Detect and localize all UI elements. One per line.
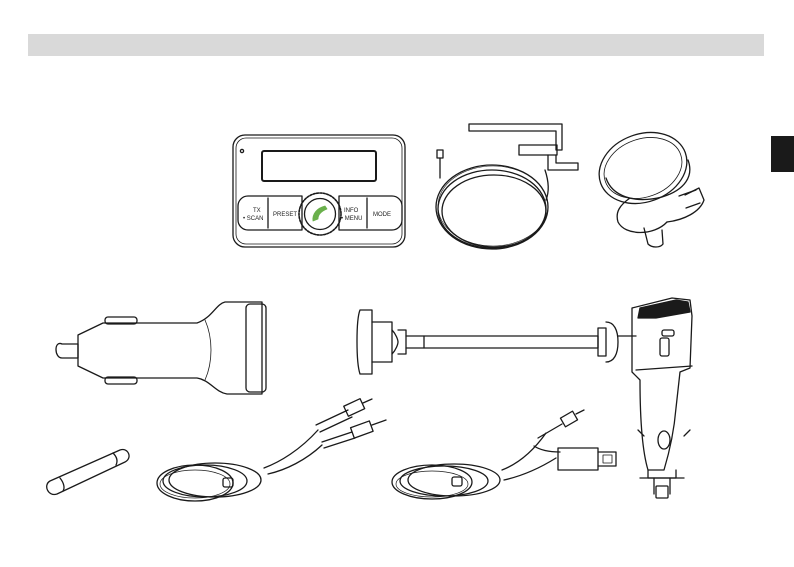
battery: [47, 449, 129, 494]
usb-car-charger: [56, 302, 266, 394]
vent-mount: [589, 121, 704, 247]
usb-cable: [392, 410, 616, 499]
indicator-led: [240, 149, 243, 152]
info-label: INFO: [344, 208, 359, 214]
tx-label: TX: [253, 208, 261, 214]
main-unit: TX • SCAN PRESET INFO • MENU MODE: [233, 135, 405, 247]
scan-label: • SCAN: [243, 216, 263, 222]
mode-label: MODE: [373, 212, 391, 218]
menu-label: • MENU: [341, 216, 362, 222]
preset-label: PRESET: [273, 212, 297, 218]
phone-icon: [313, 206, 327, 221]
dab-antenna: [436, 124, 578, 249]
display-screen: [262, 151, 376, 181]
aux-cable: [157, 399, 386, 501]
